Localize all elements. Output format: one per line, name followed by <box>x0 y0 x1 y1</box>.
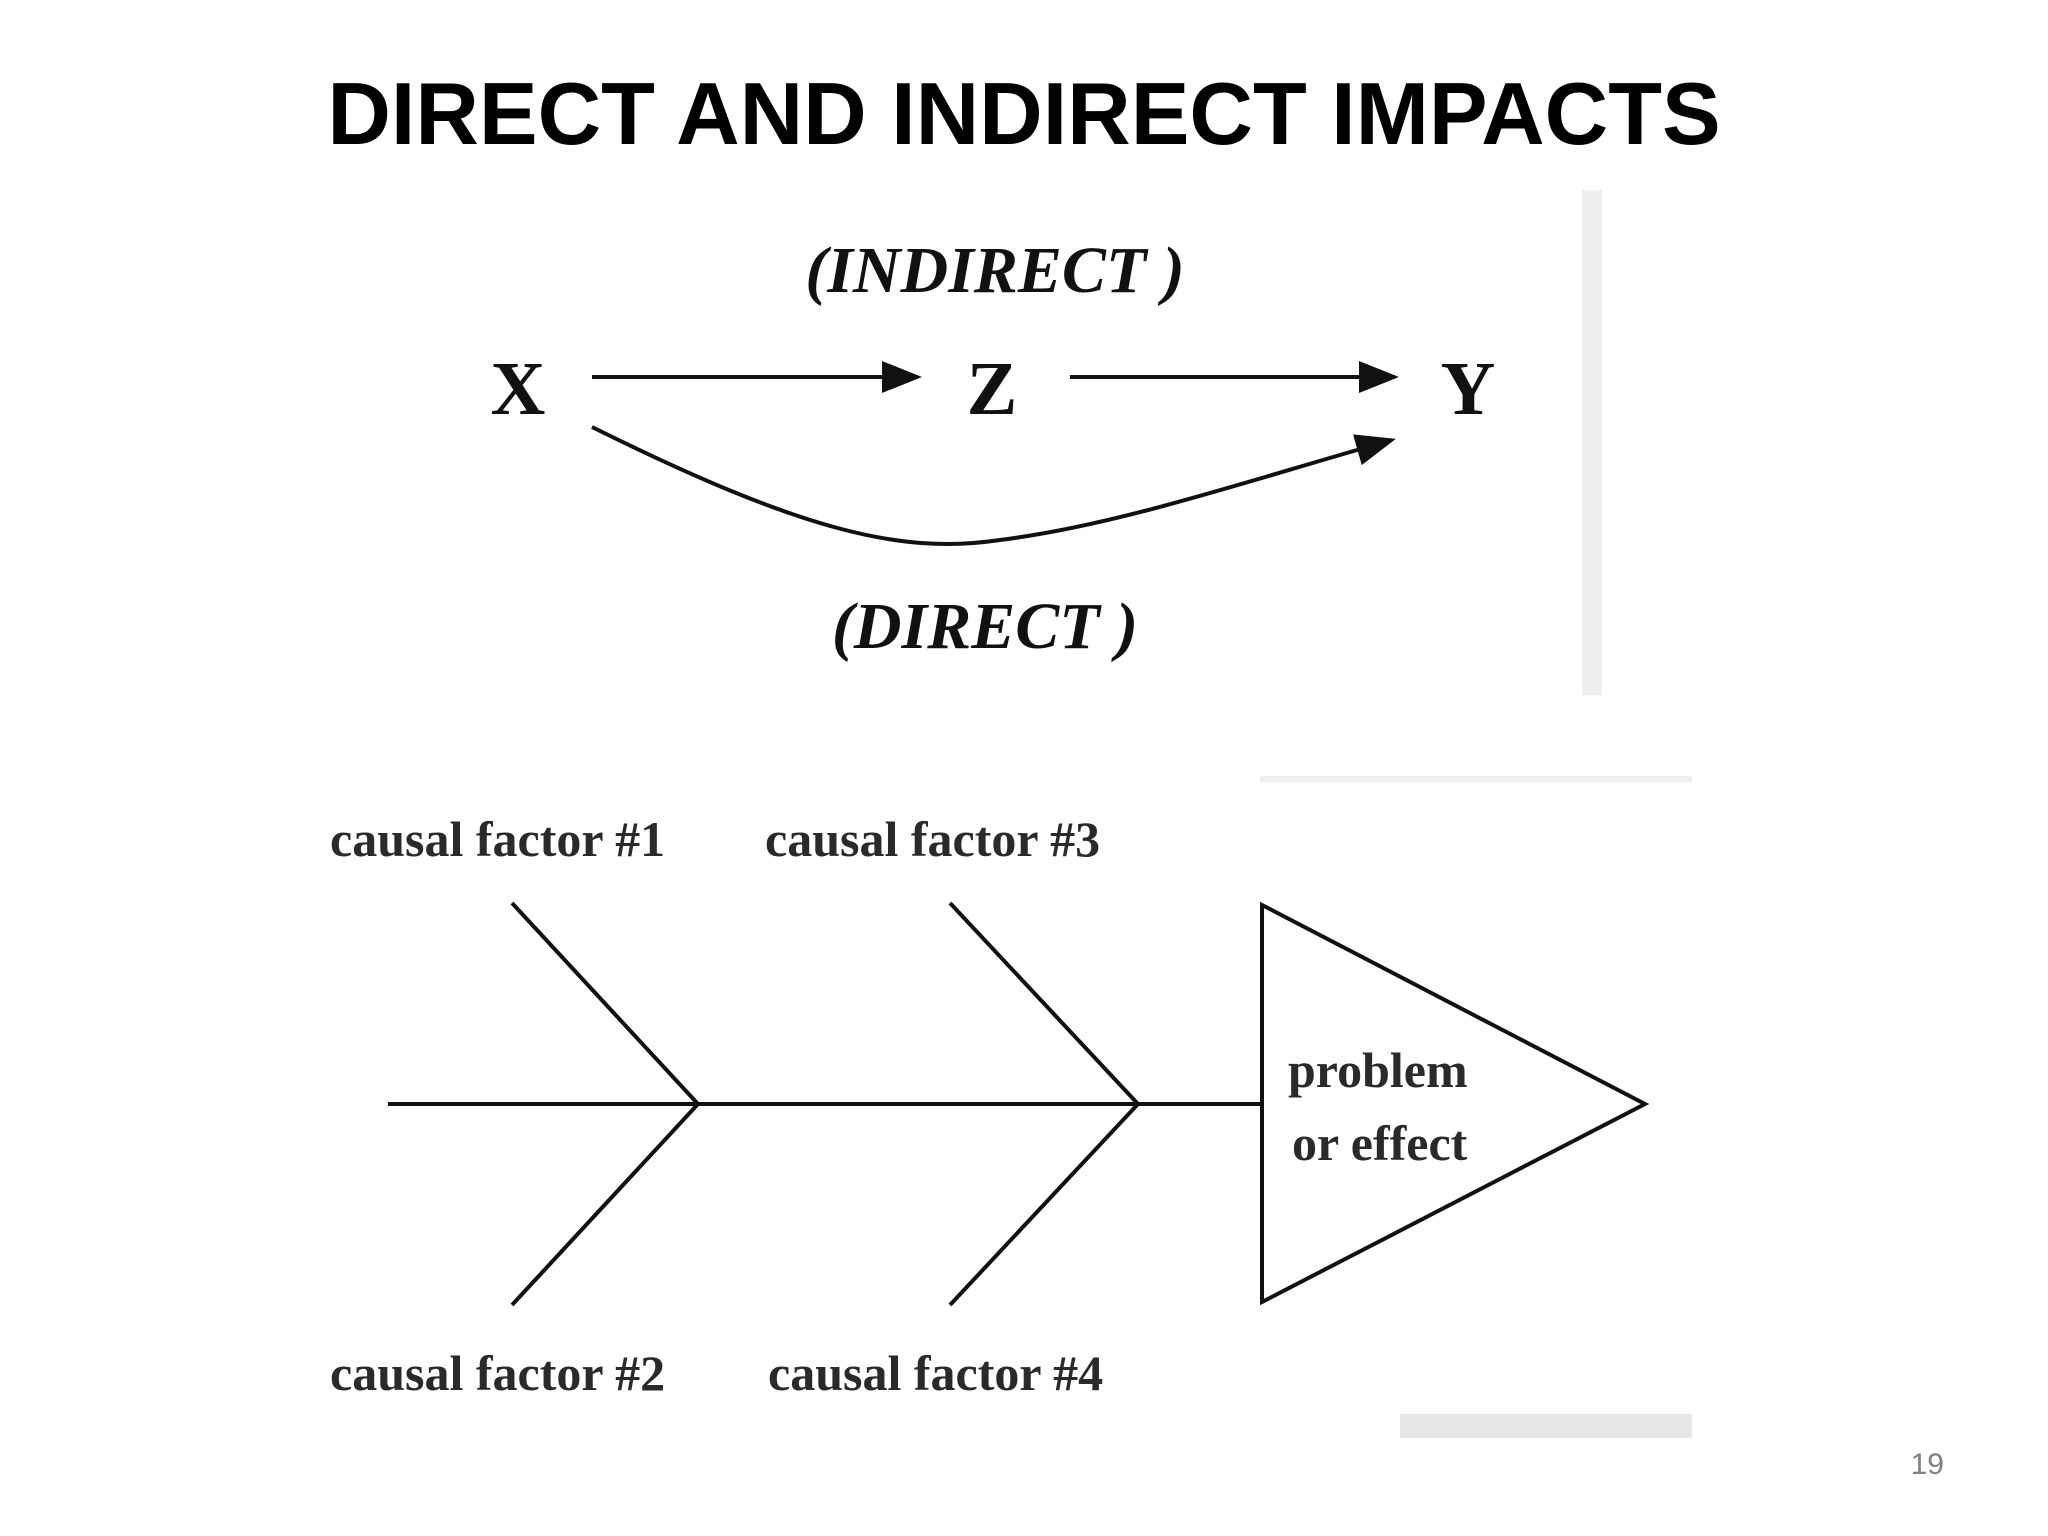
cause-label-1: causal factor #1 <box>330 811 665 867</box>
node-y: Y <box>1441 347 1496 431</box>
slide-number: 19 <box>1910 1448 1944 1481</box>
cause-label-2: causal factor #2 <box>330 1345 665 1401</box>
slide-title: DIRECT AND INDIRECT IMPACTS <box>327 64 1721 163</box>
cause-label-4: causal factor #4 <box>768 1345 1103 1401</box>
fishbone-diagram: causal factor #1 causal factor #3 causal… <box>330 776 1692 1438</box>
fishbone-panel-bottom-edge <box>1400 1414 1692 1438</box>
bone-cause-1 <box>510 901 700 1106</box>
arrow-x-to-y-direct <box>591 425 1396 546</box>
node-x: X <box>491 347 546 431</box>
effect-label-line1: problem <box>1288 1042 1468 1098</box>
direct-label: (DIRECT ) <box>832 590 1138 663</box>
cause-label-3: causal factor #3 <box>765 811 1100 867</box>
bone-cause-3 <box>948 901 1140 1106</box>
path-diagram-panel-edge <box>1582 190 1602 695</box>
indirect-label: (INDIRECT ) <box>805 234 1185 307</box>
effect-label-line2: or effect <box>1292 1115 1468 1171</box>
fishbone-panel-top-edge <box>1260 776 1692 782</box>
bone-cause-4 <box>948 1102 1140 1307</box>
path-diagram: (INDIRECT ) X Z Y (DIRECT ) <box>491 190 1602 695</box>
node-z: Z <box>967 347 1018 431</box>
bone-cause-2 <box>510 1102 700 1307</box>
effect-triangle <box>1260 901 1650 1306</box>
